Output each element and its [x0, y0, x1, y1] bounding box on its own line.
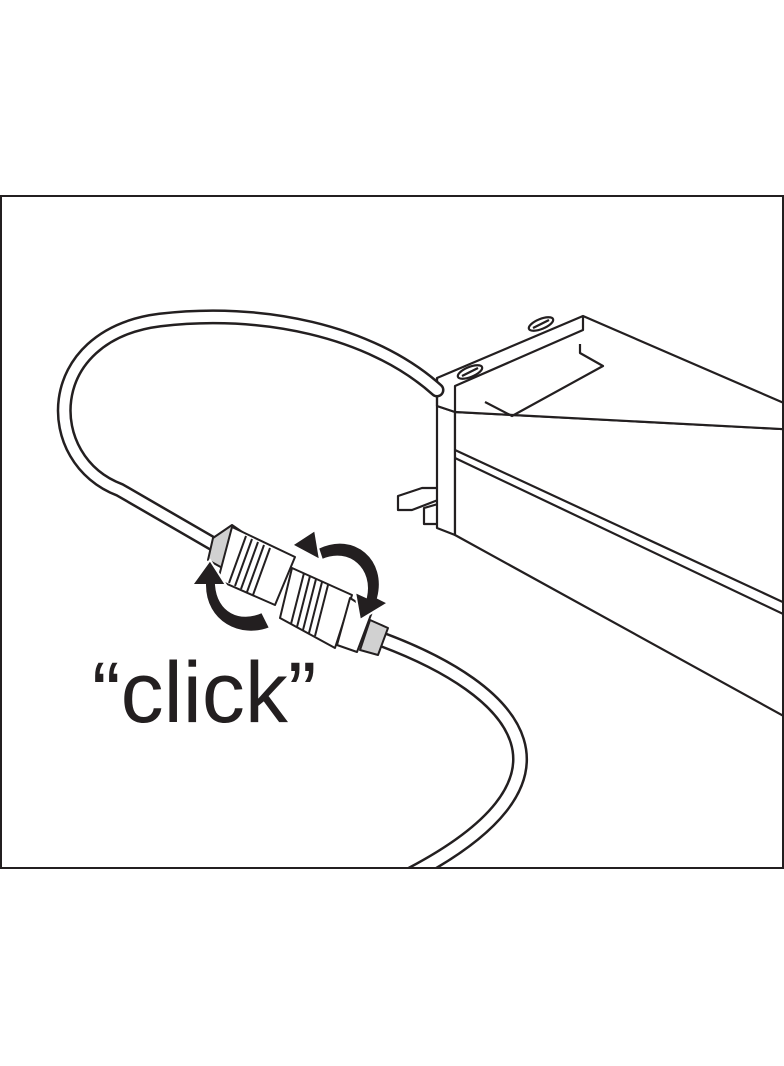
driver-box	[396, 314, 782, 717]
connector-right-tip	[359, 619, 389, 656]
connector-left-ribs	[228, 535, 271, 596]
cable-lower	[370, 630, 528, 867]
cable-connector	[207, 524, 389, 656]
label-recess	[484, 344, 605, 418]
box-front-face	[435, 404, 457, 537]
click-label: “click”	[92, 645, 317, 741]
rotate-counterclockwise-arrow-icon	[190, 558, 272, 633]
cable-upper	[56, 309, 445, 553]
rotate-clockwise-arrow-icon	[290, 528, 391, 622]
connector-right-ribs	[290, 572, 329, 637]
